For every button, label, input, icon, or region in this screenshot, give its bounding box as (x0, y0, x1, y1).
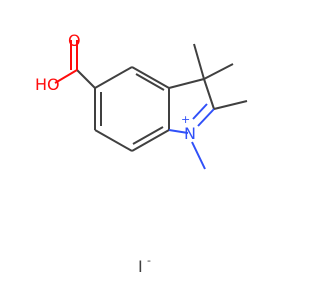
bond-c2-n1-a (197, 108, 215, 127)
bond-c6-c7-inner (132, 126, 164, 145)
bond-c9-c4 (94, 66, 133, 89)
bond-c5-c3 (168, 78, 205, 89)
hydroxyl-label: HO (35, 75, 60, 94)
bond-c2-methyl (213, 100, 248, 110)
bond-c3-methyl-right (203, 63, 234, 80)
molecule-structure: O HO N + I - (35, 31, 248, 276)
bond-carboxyl-oh (54, 69, 78, 84)
bond-c7-c8 (94, 129, 133, 152)
iodide-charge-label: - (147, 254, 151, 267)
bond-c4-c5-inner (135, 73, 165, 91)
atom-labels: O HO N + I - (35, 31, 196, 276)
bond-c4-c5 (131, 66, 170, 89)
bond-n1-c6 (168, 129, 189, 134)
bond-c3-methyl-top (193, 43, 205, 80)
nitrogen-charge-label: + (181, 113, 190, 126)
bond-c9-carboxyl (76, 69, 96, 89)
bond-c6-c7 (131, 129, 170, 152)
bonds (54, 40, 248, 170)
iodide-label: I (138, 257, 143, 276)
bond-n1-methyl (191, 141, 206, 170)
oxygen-carbonyl-label: O (68, 31, 81, 50)
bond-c2-n1-b (192, 103, 208, 120)
nitrogen-label: N (184, 124, 196, 143)
bond-c3-c2 (203, 78, 215, 110)
